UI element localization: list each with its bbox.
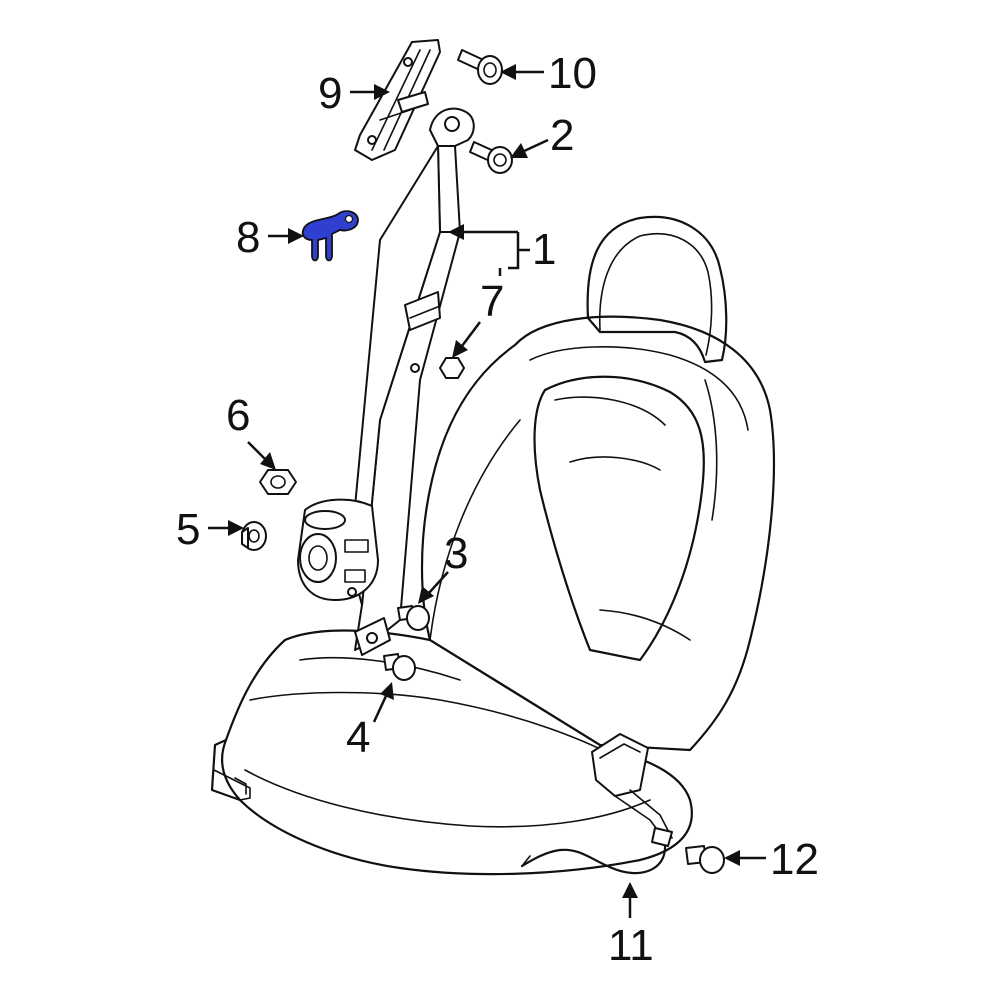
callout-12: 12 — [770, 835, 819, 884]
part-4-bolt[interactable] — [383, 653, 416, 681]
callout-11: 11 — [608, 921, 654, 970]
part-8-clip-highlighted[interactable] — [301, 210, 359, 262]
seat-cushion — [220, 629, 693, 876]
callout-7: 7 — [480, 277, 504, 326]
part-6-nut[interactable] — [259, 469, 297, 495]
part-10-bolt[interactable] — [457, 49, 503, 85]
seat-back — [420, 315, 776, 752]
leader-lines — [208, 64, 766, 918]
part-12-bolt[interactable] — [685, 845, 725, 874]
callout-3: 3 — [444, 529, 468, 578]
callout-4: 4 — [346, 713, 370, 762]
callout-1: 1 — [532, 225, 556, 274]
seat-illustration — [210, 215, 776, 876]
callout-9: 9 — [318, 69, 342, 118]
part-11-buckle[interactable] — [520, 733, 673, 875]
callout-10: 10 — [548, 49, 597, 98]
callout-8: 8 — [236, 213, 260, 262]
seat-belt-assembly[interactable] — [349, 107, 475, 656]
part-7-nut[interactable] — [439, 357, 465, 379]
part-9-height-adjuster[interactable] — [354, 39, 441, 161]
part-8-shape[interactable] — [301, 210, 359, 262]
seat-headrest — [586, 215, 728, 364]
part-2-bolt[interactable] — [469, 141, 513, 174]
callout-2: 2 — [550, 111, 574, 160]
seat-belt-retractor — [297, 498, 379, 601]
callout-6: 6 — [226, 391, 250, 440]
callout-5: 5 — [176, 505, 200, 554]
part-5-spacer[interactable] — [241, 521, 267, 551]
part-3-bolt[interactable] — [397, 605, 430, 631]
callout-labels: 1 2 3 4 5 6 7 8 9 10 11 12 — [176, 49, 819, 970]
